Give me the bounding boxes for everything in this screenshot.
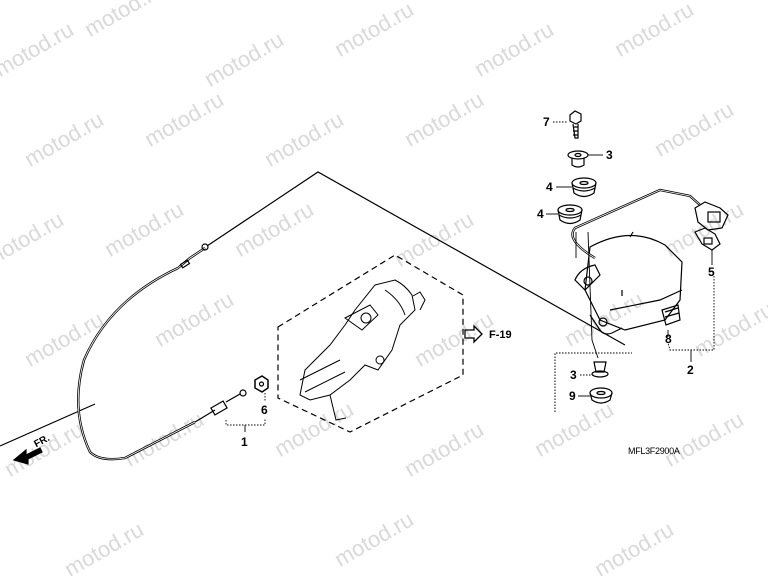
- collar-part: [567, 150, 589, 168]
- callout-1[interactable]: 1: [241, 435, 248, 449]
- callout-3[interactable]: 3: [606, 148, 613, 162]
- collar-part: [591, 361, 609, 378]
- reference-label[interactable]: F-19: [489, 329, 512, 341]
- bolt-part: [569, 110, 582, 139]
- callout-7[interactable]: 7: [543, 115, 550, 129]
- throttle-body: [299, 279, 426, 421]
- callout-4[interactable]: 4: [537, 207, 544, 221]
- grommet-part: [557, 204, 583, 225]
- callout-2[interactable]: 2: [687, 363, 694, 377]
- front-direction-arrow-icon: [12, 447, 43, 465]
- callout-8[interactable]: 8: [665, 332, 672, 346]
- callout-4[interactable]: 4: [546, 180, 553, 194]
- throttle-cable: [77, 243, 269, 461]
- actuator-unit: [574, 231, 683, 335]
- callout-9[interactable]: 9: [569, 389, 576, 403]
- diagram-code: MFL3F2900A: [628, 446, 680, 456]
- reference-arrow-icon: [464, 324, 483, 344]
- callout-3[interactable]: 3: [570, 368, 577, 382]
- callout-5[interactable]: 5: [708, 265, 715, 279]
- dashed-outline: [277, 254, 464, 433]
- leader-line: [206, 171, 626, 346]
- clip: [694, 227, 721, 251]
- callout-6[interactable]: 6: [261, 403, 268, 417]
- connector: [694, 201, 729, 231]
- grommet-part: [571, 177, 597, 198]
- nut-part: [589, 387, 613, 404]
